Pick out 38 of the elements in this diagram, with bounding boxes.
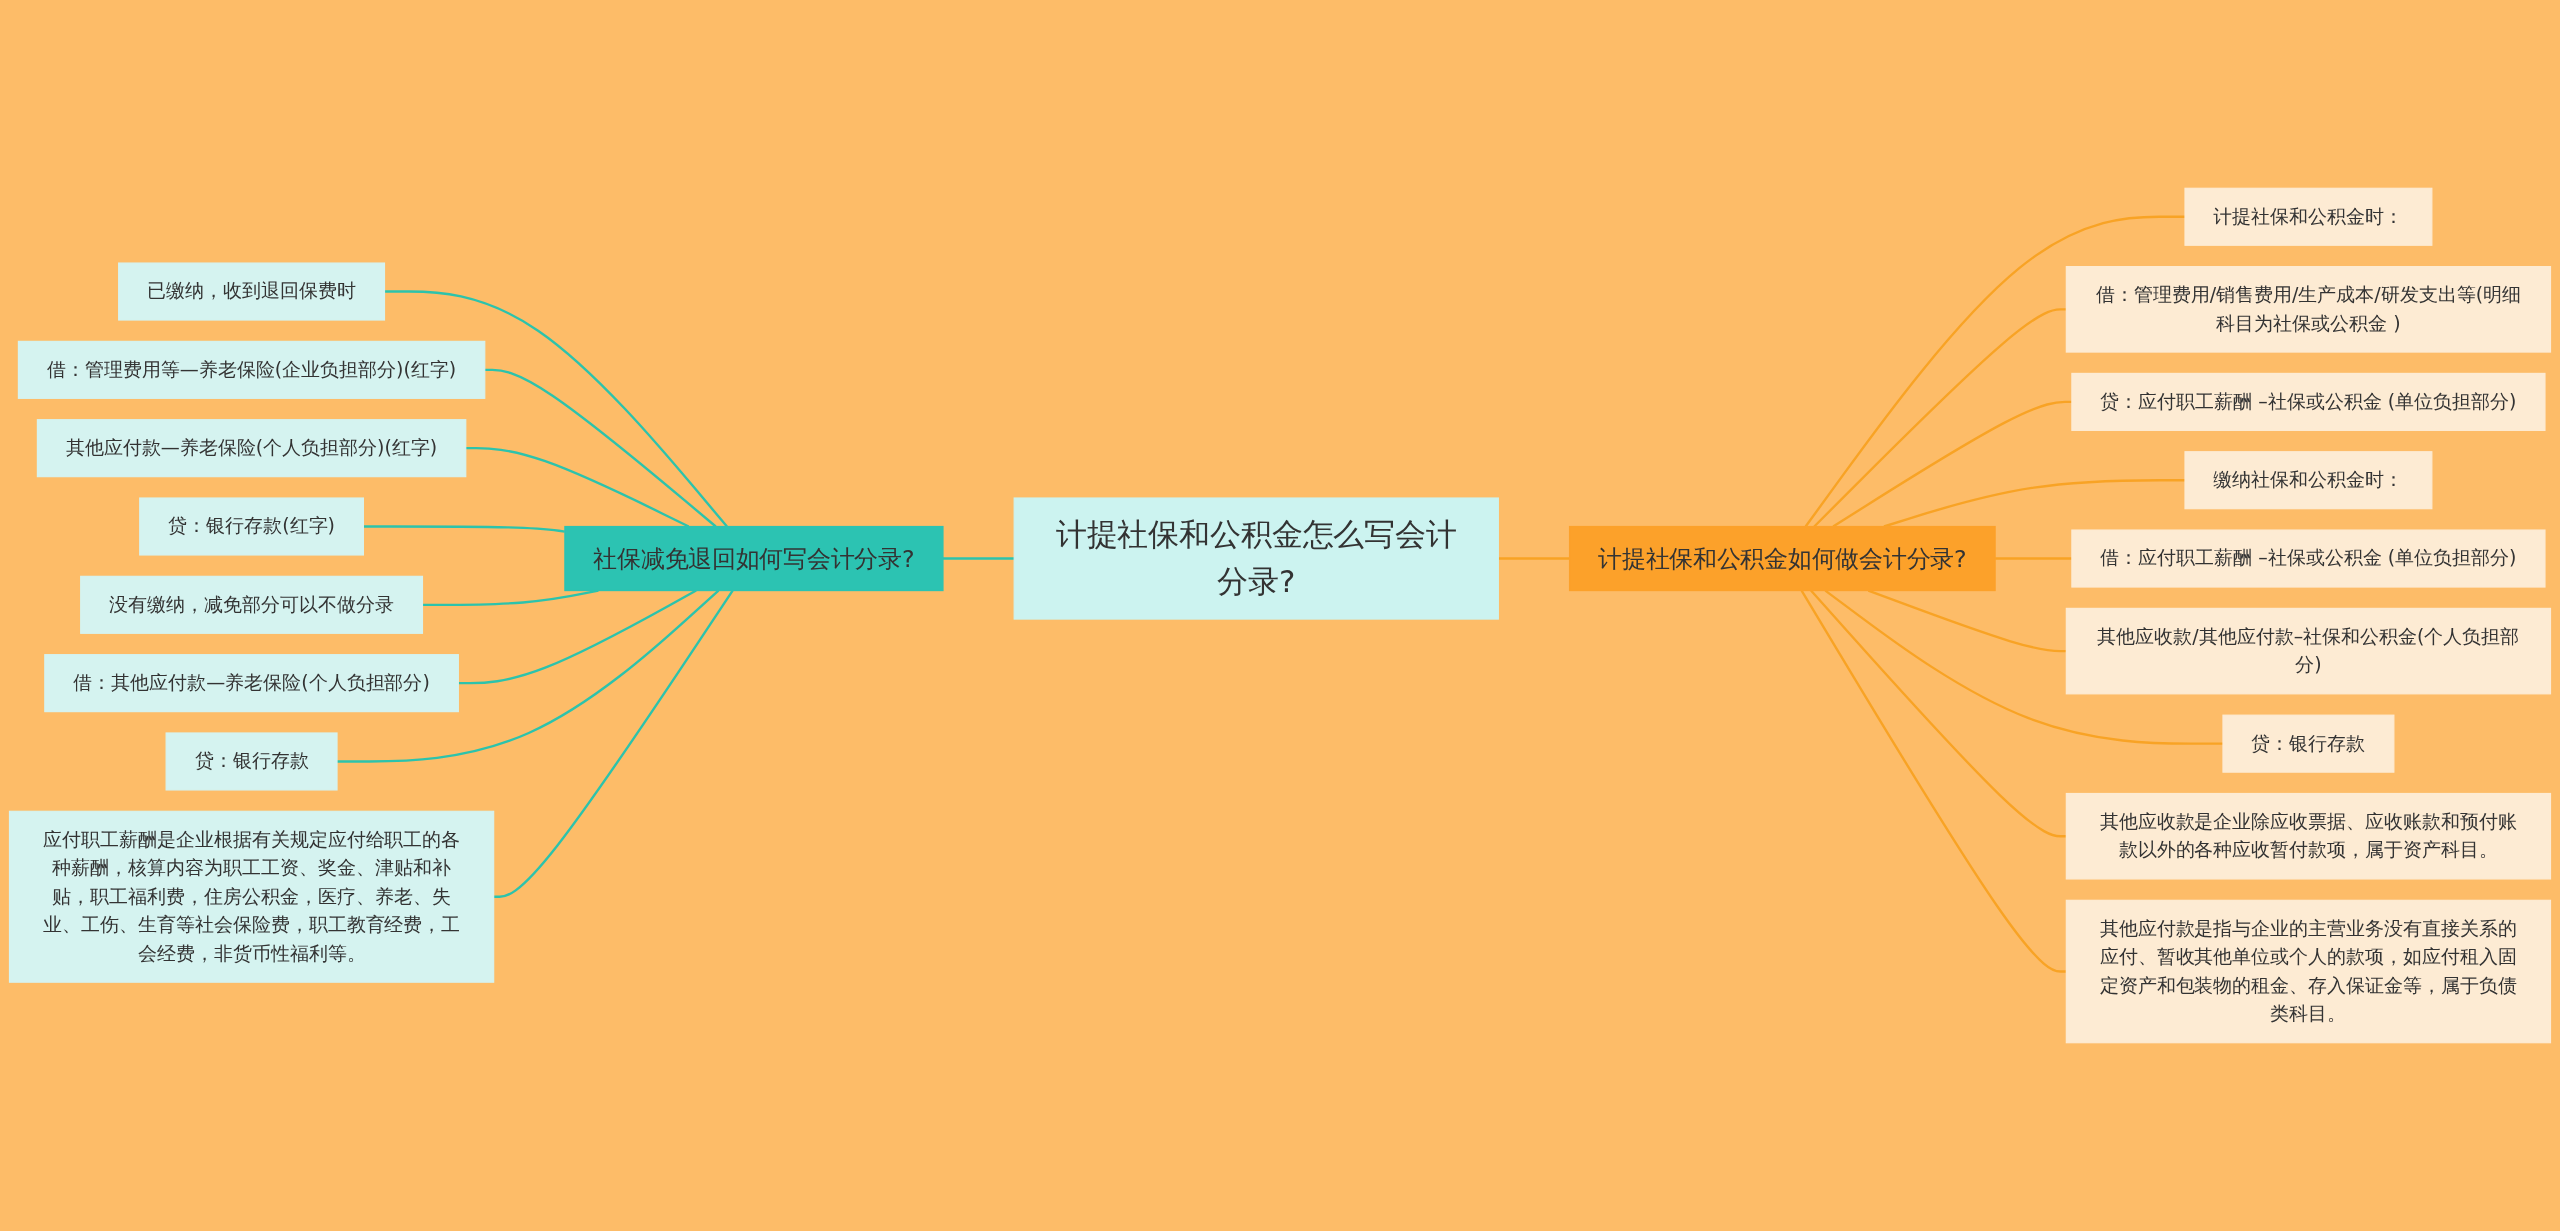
node-box: 贷：银行存款(红字) bbox=[139, 497, 364, 556]
node-box: 其他应收款是企业除应收票据、应收账款和预付账款以外的各种应收暂付款项，属于资产科目。 bbox=[2065, 792, 2552, 880]
connector bbox=[1800, 589, 2067, 973]
node-box: 借：管理费用等—养老保险(企业负担部分)(红字) bbox=[17, 340, 486, 399]
connector bbox=[458, 589, 697, 685]
connector bbox=[465, 447, 690, 528]
node-box: 没有缴纳，减免部分可以不做分录 bbox=[80, 575, 424, 634]
connector bbox=[1824, 589, 2223, 745]
connector bbox=[943, 557, 1015, 560]
node-box: 其他应收款/其他应付款–社保和公积金(个人负担部分) bbox=[2065, 607, 2552, 695]
connector bbox=[493, 589, 734, 898]
node-box: 计提社保和公积金如何做会计分录? bbox=[1568, 525, 1996, 592]
node-box: 借：其他应付款—养老保险(个人负担部分) bbox=[44, 654, 459, 713]
node-box: 缴纳社保和公积金时： bbox=[2184, 451, 2433, 510]
node-box: 贷：应付职工薪酬 –社保或公积金 (单位负担部分) bbox=[2071, 372, 2546, 431]
connector bbox=[422, 589, 599, 606]
node-box: 社保减免退回如何写会计分录? bbox=[564, 525, 944, 592]
connector bbox=[1883, 479, 2185, 528]
connector bbox=[1498, 557, 1570, 560]
node-box: 计提社保和公积金时： bbox=[2184, 187, 2433, 246]
node-box: 其他应付款是指与企业的主营业务没有直接关系的应付、暂收其他单位或个人的款项，如应付租入固定资产和包装物的租金、存入保证金等，属于负债类科目。 bbox=[2065, 899, 2552, 1044]
connector bbox=[1810, 589, 2067, 838]
connector bbox=[1995, 557, 2072, 560]
node-box: 已缴纳，收到退回保费时 bbox=[118, 262, 386, 321]
connector bbox=[1832, 400, 2072, 528]
node-box: 贷：银行存款 bbox=[2222, 714, 2395, 773]
node-box: 应付职工薪酬是企业根据有关规定应付给职工的各种薪酬，核算内容为职工工资、奖金、津贴和补贴，职工福利费，住房公积金，医疗、养老、失业、工伤、生育等社会保险费，职工教育经费，工会经费，非货币性福利等。 bbox=[8, 810, 495, 983]
connector bbox=[1867, 589, 2067, 653]
node-box: 贷：银行存款 bbox=[165, 732, 338, 791]
connector bbox=[384, 290, 728, 528]
node-box: 计提社保和公积金怎么写会计分录? bbox=[1013, 497, 1499, 620]
node-box: 借：应付职工薪酬 –社保或公积金 (单位负担部分) bbox=[2071, 529, 2546, 588]
connector bbox=[337, 589, 720, 763]
connector bbox=[1813, 308, 2067, 528]
connector bbox=[484, 368, 717, 528]
connector bbox=[1804, 215, 2185, 528]
node-box: 借：管理费用/销售费用/生产成本/研发支出等(明细科目为社保或公积金 ) bbox=[2065, 266, 2552, 353]
node-box: 其他应付款—养老保险(个人负担部分)(红字) bbox=[36, 419, 467, 478]
